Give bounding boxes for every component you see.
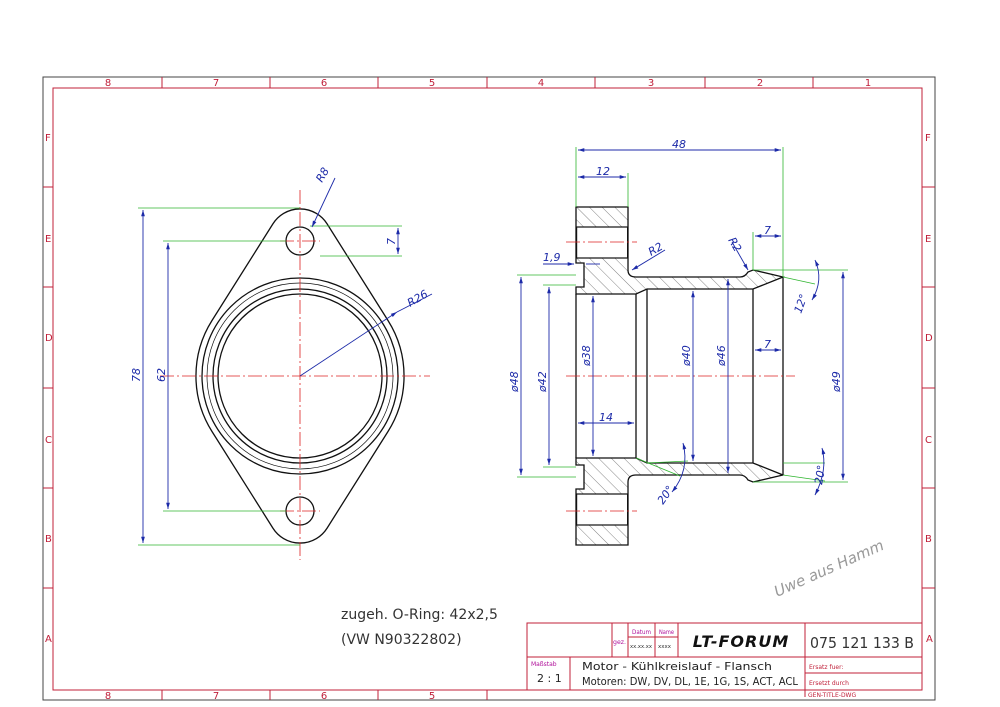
dim-angle-20-left: 20° (655, 483, 677, 506)
zone-label: 2 (757, 78, 763, 89)
dim-14: 14 (599, 411, 613, 424)
zone-labels-left: F E D C B A (45, 133, 53, 645)
date-value: xx.xx.xx (630, 644, 652, 650)
drawing-subtitle: Motoren: DW, DV, DL, 1E, 1G, 1S, ACT, AC… (582, 675, 799, 688)
zone-label: 5 (429, 691, 435, 702)
section-view: 48 12 7 7 14 1,9 R2 R2 ø48 ø42 ø38 ø40 ø… (508, 138, 848, 546)
dim-7-mid: 7 (764, 338, 771, 351)
zone-label: 1 (865, 78, 871, 89)
zone-label: 8 (105, 78, 111, 89)
dim-angle-20-right: 20° (812, 464, 828, 485)
dim-dia40: ø40 (680, 345, 693, 367)
zone-label: 7 (213, 78, 219, 89)
zone-label: F (925, 133, 931, 144)
zone-labels-top: 8 7 6 5 4 3 2 1 (105, 78, 871, 89)
replaced-by-label: Ersetzt durch (809, 680, 849, 687)
drawing-title: Motor - Kühlkreislauf - Flansch (582, 660, 772, 673)
dim-dia49: ø49 (830, 371, 843, 393)
part-number: 075 121 133 B (810, 634, 914, 652)
zone-label: A (926, 634, 933, 645)
dim-dia38: ø38 (580, 345, 593, 367)
dim-r26: R26 (405, 288, 430, 310)
dim-78: 78 (130, 368, 143, 382)
dim-dia46: ø46 (715, 345, 728, 367)
zone-labels-bottom: 8 7 6 5 (105, 691, 435, 702)
vw-part-note: (VW N90322802) (341, 632, 462, 648)
scale-value: 2 : 1 (537, 672, 562, 685)
dim-7: 7 (385, 238, 398, 245)
zone-labels-right: F E D C B A (925, 133, 933, 645)
zone-label: 8 (105, 691, 111, 702)
zone-label: C (925, 435, 932, 446)
dim-r2-groove: R2 (725, 235, 744, 254)
dim-7-top: 7 (764, 224, 771, 237)
dim-angle-12: 12° (792, 292, 811, 315)
dim-r8: R8 (313, 165, 332, 184)
zone-label: E (45, 234, 51, 245)
zone-label: C (45, 435, 52, 446)
zone-label: 6 (321, 78, 327, 89)
zone-label: D (45, 333, 53, 344)
zone-label: 6 (321, 691, 327, 702)
zone-label: 4 (538, 78, 544, 89)
zone-label: 3 (648, 78, 654, 89)
company-logo-text: LT-FORUM (693, 632, 790, 651)
dim-12: 12 (596, 165, 610, 178)
dim-1-9: 1,9 (543, 251, 561, 264)
dim-dia48: ø48 (508, 371, 521, 393)
zone-label: E (925, 234, 931, 245)
front-view: 78 62 7 R8 R26 (130, 165, 433, 560)
drawing-frame: 8 7 6 5 4 3 2 1 8 7 6 5 F E D C B A F E … (42, 76, 936, 702)
o-ring-note: zugeh. O-Ring: 42x2,5 (341, 607, 498, 623)
name-value: xxxx (658, 644, 671, 650)
name-label: Name (659, 629, 674, 636)
zone-label: A (45, 634, 52, 645)
replaces-label: Ersatz fuer: (809, 664, 843, 671)
flange-outline (195, 208, 405, 544)
zone-label: 5 (429, 78, 435, 89)
signature: Uwe aus Hamm (771, 536, 886, 601)
dim-r2-fillet: R2 (646, 240, 665, 259)
drawn-by-label: gez. (613, 639, 626, 646)
title-block: gez. Datum Name xx.xx.xx xxxx LT-FORUM 0… (526, 622, 923, 699)
dim-dia42: ø42 (536, 371, 549, 393)
dim-62: 62 (155, 368, 168, 382)
zone-label: B (45, 534, 52, 545)
zone-label: 7 (213, 691, 219, 702)
zone-label: B (925, 534, 932, 545)
zone-label: F (45, 133, 51, 144)
scale-label: Maßstab (531, 661, 557, 668)
dim-48: 48 (672, 138, 686, 151)
template-name: GEN-TITLE-DWG (808, 692, 856, 699)
zone-label: D (925, 333, 933, 344)
date-label: Datum (632, 629, 651, 636)
